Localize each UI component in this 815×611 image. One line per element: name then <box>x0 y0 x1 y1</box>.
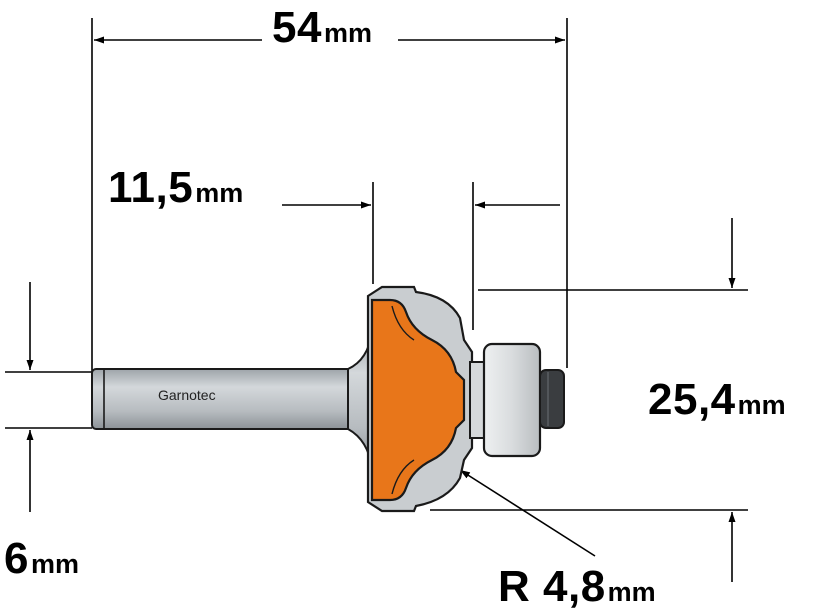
shank-diameter-dimension: 6mm <box>4 537 79 581</box>
cutting-diameter-value: 25,4 <box>648 375 736 424</box>
dimension-arrows <box>26 36 736 582</box>
shank <box>91 331 373 469</box>
extension-lines <box>5 18 748 511</box>
bearing <box>469 342 565 458</box>
total-length-value: 54 <box>272 3 322 52</box>
shank-diameter-value: 6 <box>4 534 29 583</box>
shank-length-unit: mm <box>195 178 244 208</box>
total-length-unit: mm <box>323 18 372 48</box>
radius-dimension: R 4,8mm <box>498 565 656 609</box>
brand-label: Garnotec <box>158 387 216 403</box>
cutting-diameter-dimension: 25,4mm <box>648 378 786 422</box>
cutter-body <box>370 298 466 502</box>
shank-diameter-unit: mm <box>30 549 79 579</box>
radius-unit: mm <box>607 577 656 607</box>
radius-value: R 4,8 <box>498 562 606 611</box>
total-length-dimension: 54mm <box>272 6 372 50</box>
shank-length-value: 11,5 <box>108 163 194 212</box>
cutting-diameter-unit: mm <box>737 390 786 420</box>
shank-length-dimension: 11,5mm <box>108 166 243 210</box>
